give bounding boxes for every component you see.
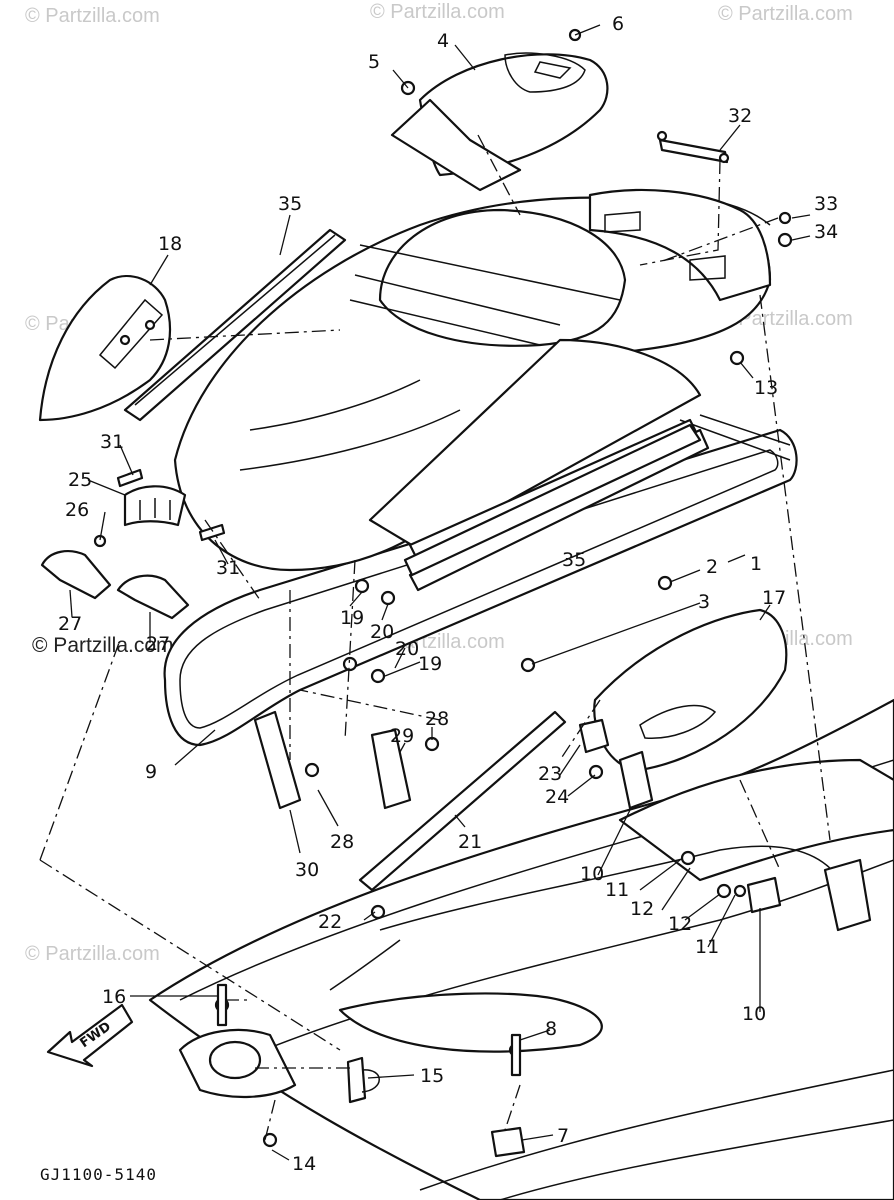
- callout-13: 13: [754, 377, 778, 399]
- callout-2: 2: [706, 556, 718, 578]
- callout-8: 8: [545, 1018, 557, 1040]
- callout-20-top: 20: [370, 621, 394, 643]
- clip-27-a: [40, 550, 112, 600]
- callout-23: 23: [538, 763, 562, 785]
- callout-31-top: 31: [100, 431, 124, 453]
- latch-10-lower: [746, 858, 872, 932]
- callout-22: 22: [318, 911, 342, 933]
- rivet-8: [510, 1033, 522, 1077]
- callout-31-bottom: 31: [216, 557, 240, 579]
- callout-18: 18: [158, 233, 182, 255]
- callout-27-right: 27: [146, 633, 170, 655]
- hinge-23: [578, 718, 610, 754]
- callout-9: 9: [145, 761, 157, 783]
- callout-29: 29: [390, 725, 414, 747]
- callout-24: 24: [545, 786, 569, 808]
- callout-35-bottom: 35: [562, 549, 586, 571]
- drawing-code: GJ1100-5140: [40, 1165, 157, 1184]
- front-cover-18: [38, 275, 172, 422]
- callout-10-lower: 10: [742, 1003, 766, 1025]
- watermark: © Partzilla.com: [25, 5, 160, 27]
- callout-1: 1: [750, 553, 762, 575]
- bumper-ring: [163, 414, 798, 747]
- watermark-dark: © Partzilla.com: [32, 634, 174, 657]
- callout-34: 34: [814, 221, 838, 243]
- callout-12-upper: 12: [630, 898, 654, 920]
- callout-4: 4: [437, 30, 449, 52]
- rear-panel-17: [593, 608, 788, 772]
- clip-27-b: [116, 574, 190, 620]
- callout-30: 30: [295, 859, 319, 881]
- callout-19-top: 19: [340, 607, 364, 629]
- callout-21: 21: [458, 831, 482, 853]
- callout-20-bottom: 20: [395, 638, 419, 660]
- callout-25: 25: [68, 469, 92, 491]
- callout-32: 32: [728, 105, 752, 127]
- hull: [148, 698, 894, 1200]
- rail-35-right: [403, 423, 702, 577]
- rivet-16: [216, 983, 228, 1027]
- callout-26: 26: [65, 499, 89, 521]
- callout-10-upper: 10: [580, 863, 604, 885]
- plate-30: [253, 710, 302, 810]
- watermark: © Partzilla.com: [370, 1, 505, 23]
- watermark: © Partzilla.com: [718, 3, 853, 25]
- callout-11-lower: 11: [695, 936, 719, 958]
- watermark: © Partzilla.com: [25, 943, 160, 965]
- callout-14: 14: [292, 1153, 316, 1175]
- callout-28-top: 28: [425, 708, 449, 730]
- callout-11-upper: 11: [605, 879, 629, 901]
- callout-15: 15: [420, 1065, 444, 1087]
- plate-29: [370, 728, 412, 810]
- clip-7: [490, 1126, 526, 1158]
- hood-part: [390, 52, 609, 192]
- bracket-32: [656, 130, 730, 164]
- callout-5: 5: [368, 51, 380, 73]
- latch-10-upper: [618, 750, 654, 810]
- intake-scoop: [178, 1028, 297, 1099]
- callout-16: 16: [102, 986, 126, 1008]
- bumper-block-25: [123, 485, 187, 527]
- callout-35-top: 35: [278, 193, 302, 215]
- callouts: 6 4 5 32 35 33 34 18 13 31 25 26 35 31 2…: [58, 13, 838, 1175]
- support-arm-21: [358, 710, 567, 892]
- fwd-arrow-icon: FWD: [46, 1003, 134, 1068]
- callout-6: 6: [612, 13, 624, 35]
- rail-35-left: [123, 228, 347, 422]
- callout-3: 3: [698, 591, 710, 613]
- deck-body: [173, 188, 772, 572]
- callout-19-bottom: 19: [418, 653, 442, 675]
- callout-28-bottom: 28: [330, 831, 354, 853]
- watermark: © Partzilla.com: [718, 308, 853, 330]
- callout-17: 17: [762, 587, 786, 609]
- assembly-lines: [39, 134, 831, 1141]
- clip-15: [346, 1056, 380, 1104]
- callout-33: 33: [814, 193, 838, 215]
- callout-12-lower: 12: [668, 913, 692, 935]
- leader-lines: [69, 24, 811, 1161]
- callout-27-left: 27: [58, 613, 82, 635]
- callout-7: 7: [557, 1125, 569, 1147]
